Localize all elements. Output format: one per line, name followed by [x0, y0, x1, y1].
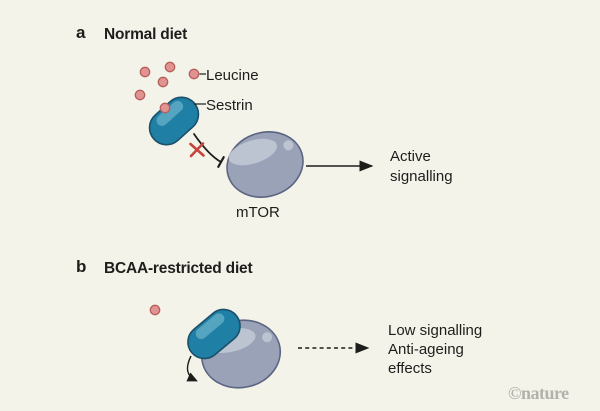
mtor-highlight-dot: [262, 332, 273, 343]
leucine-dot: [164, 61, 176, 73]
sestrin-blob-b: [187, 308, 241, 360]
nature-watermark: ©nature: [508, 383, 569, 403]
leucine-dot: [157, 76, 169, 88]
panel-a-label: a: [76, 23, 86, 42]
panel-a-title: Normal diet: [104, 26, 188, 43]
active-signalling-text: Active signalling: [390, 148, 453, 185]
blocked-x-icon: [189, 142, 205, 158]
inhibition-tbar: [217, 156, 225, 168]
sestrin-highlight: [156, 100, 184, 126]
inhibition-line: [193, 133, 222, 163]
leucine-dot: [139, 66, 151, 78]
leucine-dot-labelled: [188, 68, 200, 80]
leucine-dot: [134, 89, 146, 101]
mtor-highlight: [228, 138, 277, 166]
sestrin-highlight: [195, 313, 225, 340]
mtor-highlight-dot: [283, 140, 294, 151]
leucine-dots-group: [134, 61, 200, 101]
leucine-dot-b: [149, 304, 161, 316]
leucine-dot-bound: [159, 102, 171, 114]
low-signalling-text: Low signalling Anti-ageing effects: [388, 322, 483, 377]
mtor-blob-a: [226, 131, 304, 198]
panel-b-label: b: [76, 257, 87, 276]
leucine-label: Leucine: [206, 67, 259, 84]
mtor-label: mTOR: [236, 204, 280, 221]
binding-arrow: [186, 355, 198, 382]
sestrin-label: Sestrin: [206, 97, 253, 114]
panel-b-title: BCAA-restricted diet: [104, 260, 253, 277]
